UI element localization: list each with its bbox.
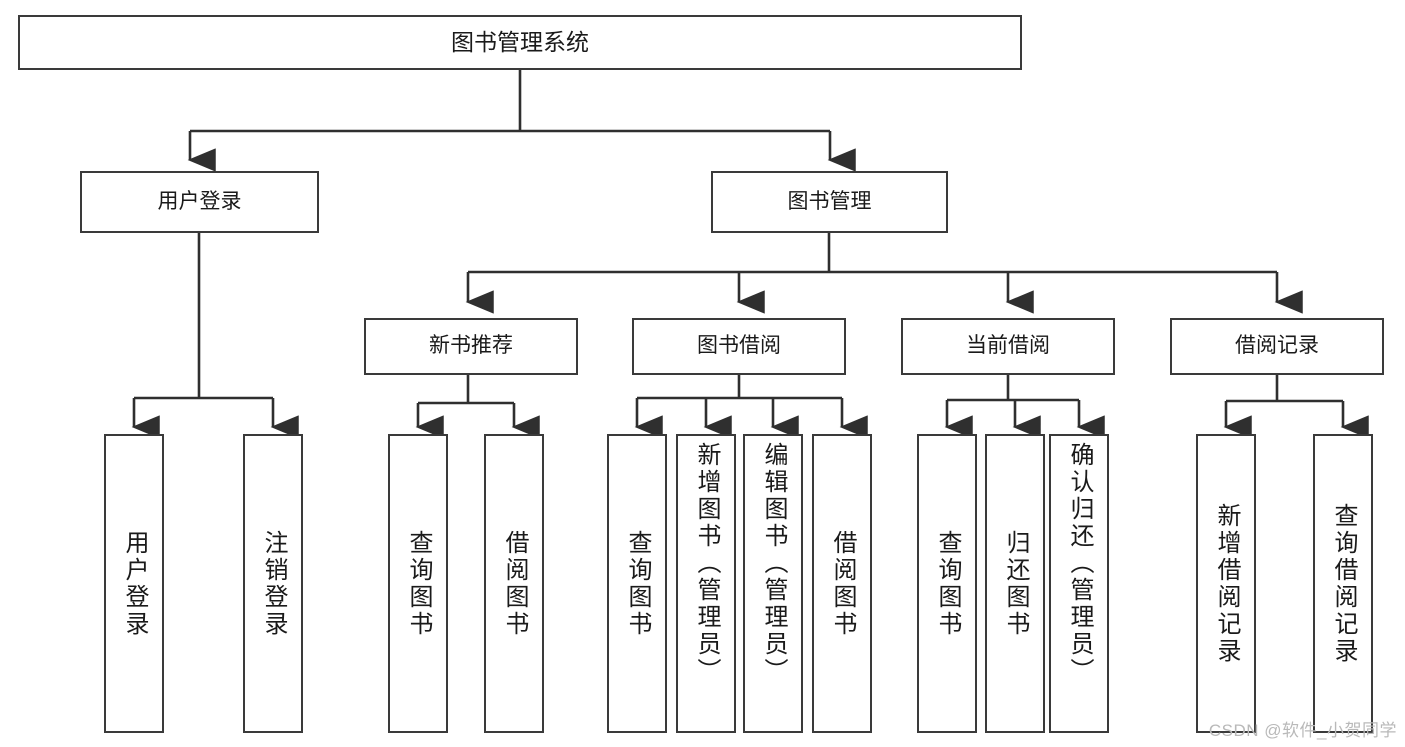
leaf-user-login-signout[interactable]: 注销登录 — [243, 434, 303, 733]
node-current-borrow-label: 当前借阅 — [966, 334, 1050, 358]
watermark-text: CSDN @软件_小贺同学 — [1208, 721, 1397, 740]
leaf-recommend-query-book-label: 查询图书 — [405, 529, 432, 638]
leaf-current-return-book-label: 归还图书 — [1002, 529, 1029, 638]
leaf-record-add-record[interactable]: 新增借阅记录 — [1196, 434, 1256, 733]
leaf-borrow-query-book-label: 查询图书 — [624, 529, 651, 638]
leaf-recommend-borrow-book-label: 借阅图书 — [501, 529, 528, 638]
leaf-user-login-signin[interactable]: 用户登录 — [104, 434, 164, 733]
leaf-current-query-book-label: 查询图书 — [934, 529, 961, 638]
node-user-login[interactable]: 用户登录 — [80, 171, 319, 233]
node-borrow-record-label: 借阅记录 — [1235, 334, 1319, 358]
node-book-borrow[interactable]: 图书借阅 — [632, 318, 846, 375]
leaf-borrow-add-book-admin-label: 新增图书（管理员） — [693, 442, 720, 685]
leaf-current-query-book[interactable]: 查询图书 — [917, 434, 977, 733]
leaf-borrow-edit-book-admin[interactable]: 编辑图书（管理员） — [743, 434, 803, 733]
leaf-user-login-signin-label: 用户登录 — [121, 529, 148, 638]
node-root-label: 图书管理系统 — [451, 29, 589, 56]
leaf-user-login-signout-label: 注销登录 — [260, 529, 287, 638]
leaf-recommend-borrow-book[interactable]: 借阅图书 — [484, 434, 544, 733]
node-root[interactable]: 图书管理系统 — [18, 15, 1022, 70]
leaf-record-query-record-label: 查询借阅记录 — [1330, 502, 1357, 665]
leaf-current-confirm-return-admin[interactable]: 确认归还（管理员） — [1049, 434, 1109, 733]
node-new-book-recommend[interactable]: 新书推荐 — [364, 318, 578, 375]
leaf-record-query-record[interactable]: 查询借阅记录 — [1313, 434, 1373, 733]
node-book-borrow-label: 图书借阅 — [697, 334, 781, 358]
node-book-management[interactable]: 图书管理 — [711, 171, 948, 233]
leaf-borrow-add-book-admin[interactable]: 新增图书（管理员） — [676, 434, 736, 733]
leaf-record-add-record-label: 新增借阅记录 — [1213, 502, 1240, 665]
node-book-management-label: 图书管理 — [787, 189, 872, 213]
leaf-borrow-query-book[interactable]: 查询图书 — [607, 434, 667, 733]
leaf-current-confirm-return-admin-label: 确认归还（管理员） — [1066, 442, 1093, 685]
node-user-login-label: 用户登录 — [157, 189, 242, 213]
node-current-borrow[interactable]: 当前借阅 — [901, 318, 1115, 375]
leaf-borrow-borrow-book-label: 借阅图书 — [829, 529, 856, 638]
node-new-book-recommend-label: 新书推荐 — [429, 334, 513, 358]
leaf-recommend-query-book[interactable]: 查询图书 — [388, 434, 448, 733]
leaf-current-return-book[interactable]: 归还图书 — [985, 434, 1045, 733]
node-borrow-record[interactable]: 借阅记录 — [1170, 318, 1384, 375]
leaf-borrow-edit-book-admin-label: 编辑图书（管理员） — [760, 442, 787, 685]
leaf-borrow-borrow-book[interactable]: 借阅图书 — [812, 434, 872, 733]
